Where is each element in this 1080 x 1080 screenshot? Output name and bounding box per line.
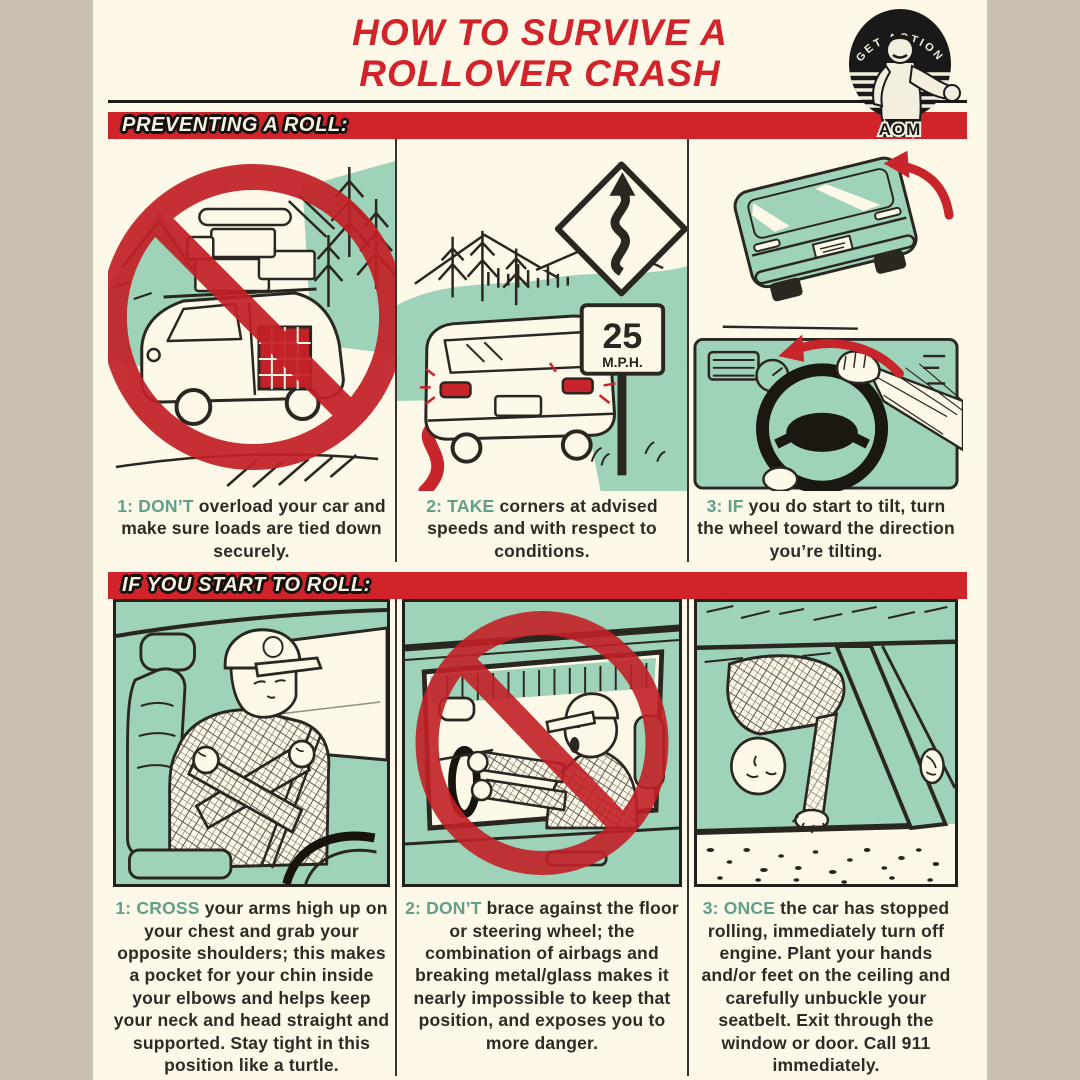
caption-dont-brace: 2: DON’T brace against the floor or stee… [397,887,687,1054]
poster: HOW TO SURVIVE A ROLLOVER CRASH GET ACTI… [93,0,987,1080]
caption-dont-overload: 1: DON’T overload your car and make sure… [108,491,395,562]
caption-text: your arms high up on your chest and grab… [113,898,390,1075]
section-header-roll: IF YOU START TO ROLL: [108,572,967,600]
overturned-car-exit-icon [694,599,958,888]
caption-take-corners: 2: TAKE corners at advised speeds and wi… [397,491,687,562]
title-line-1: HOW TO SURVIVE A [352,12,728,53]
poster-title: HOW TO SURVIVE A ROLLOVER CRASH [93,0,987,95]
illustration-cross-arms [108,599,395,888]
illustration-tilting-car-and-wheel [689,139,963,491]
row-preventing: 1: DON’T overload your car and make sure… [108,139,967,563]
caption-text: the car has stopped rolling, immediately… [701,898,951,1075]
illustration-suv-curve-sign: 25 M.P.H. [397,139,687,491]
panel-dont-overload: 1: DON’T overload your car and make sure… [108,139,395,562]
bracing-driver-prohibited-icon [402,599,682,888]
driver-crossed-arms-icon [113,599,390,888]
caption-cross-arms: 1: CROSS your arms high up on your chest… [108,887,395,1076]
panel-cross-arms: 1: CROSS your arms high up on your chest… [108,599,395,1076]
caption-keyword: 2: DON’T [405,898,482,919]
caption-keyword: 1: DON’T [117,496,194,516]
speed-sign-value: 25 [603,316,643,356]
caption-keyword: 1: CROSS [115,898,200,919]
panel-take-corners: 25 M.P.H. 2: TAKE corners at advised spe… [395,139,687,563]
row-rolling: 1: CROSS your arms high up on your chest… [108,599,967,1077]
caption-turn-into-tilt: 3: IF you do start to tilt, turn the whe… [689,491,963,562]
section-header-label: PREVENTING A ROLL: [122,114,348,136]
speed-sign-unit: M.P.H. [602,355,643,370]
section-header-label: IF YOU START TO ROLL: [122,574,371,597]
caption-text: you do start to tilt, turn the wheel tow… [697,496,955,561]
caption-text: corners at advised speeds and with respe… [427,496,658,561]
caption-once-stopped: 3: ONCE the car has stopped rolling, imm… [689,887,963,1076]
caption-keyword: 3: ONCE [702,898,776,919]
boxer-badge-icon: GET ACTION AOM [849,9,961,140]
caption-text: brace against the floor or steering whee… [413,898,679,1053]
section-header-preventing: PREVENTING A ROLL: [108,112,967,139]
title-line-2: ROLLOVER CRASH [359,53,721,95]
caption-keyword: 3: IF [706,496,744,516]
illustration-overloaded-car [108,139,395,491]
overloaded-car-prohibited-icon [108,161,395,488]
masthead: HOW TO SURVIVE A ROLLOVER CRASH GET ACTI… [93,0,987,140]
logo-monogram: AOM [879,120,922,139]
caption-text: overload your car and make sure loads ar… [121,496,386,561]
panel-turn-into-tilt: 3: IF you do start to tilt, turn the whe… [687,139,963,563]
panel-once-stopped: 3: ONCE the car has stopped rolling, imm… [687,599,963,1077]
panel-dont-brace: 2: DON’T brace against the floor or stee… [395,599,687,1077]
aom-badge-logo: GET ACTION AOM [837,6,963,140]
tilting-car-steering-icon [693,150,963,491]
illustration-dont-brace [397,599,687,888]
caption-keyword: 2: TAKE [426,496,495,516]
header-rule [108,100,967,103]
suv-winding-road-icon: 25 M.P.H. [397,161,687,491]
poster-content: PREVENTING A ROLL: [93,100,987,1080]
illustration-upside-down-exit [689,599,963,888]
